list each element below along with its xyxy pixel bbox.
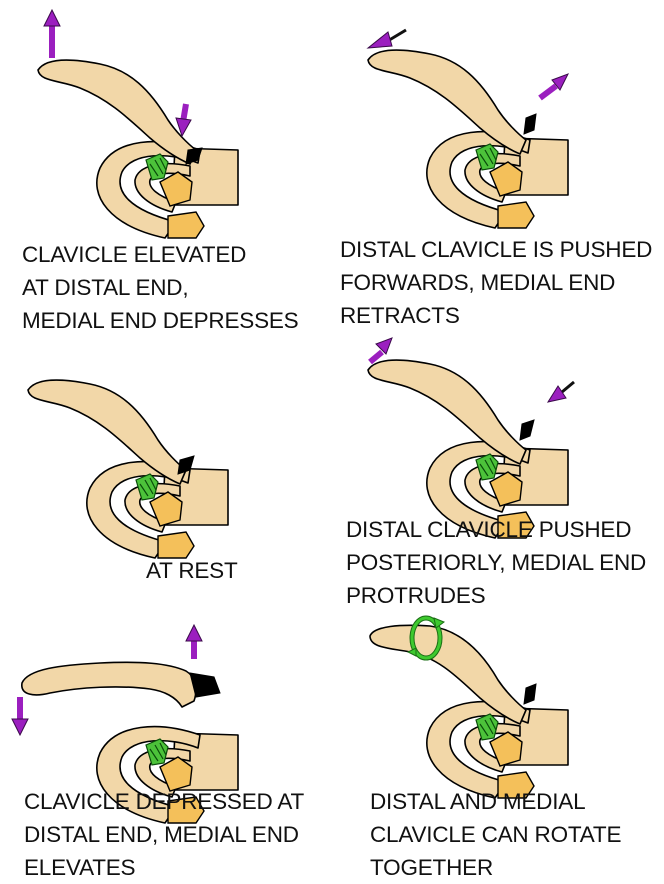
caption-line: DISTAL END, MEDIAL END: [24, 818, 304, 851]
caption-line: CLAVICLE CAN ROTATE: [370, 818, 621, 851]
caption-forwards: DISTAL CLAVICLE IS PUSHED FORWARDS, MEDI…: [340, 233, 652, 332]
caption-line: ELEVATES: [24, 851, 304, 884]
caption-line: FORWARDS, MEDIAL END: [340, 266, 652, 299]
panel-rotate: [370, 618, 568, 798]
panel-forwards: [368, 30, 568, 228]
caption-line: TOGETHER: [370, 851, 621, 884]
caption-line: AT DISTAL END,: [22, 271, 299, 304]
up-arrow-icon: [44, 10, 60, 58]
protrude-arrow-icon: [548, 382, 574, 402]
up-arrow-icon: [186, 625, 202, 659]
caption-rest: AT REST: [146, 554, 238, 587]
caption-line: DISTAL CLAVICLE IS PUSHED: [340, 233, 652, 266]
caption-line: MEDIAL END DEPRESSES: [22, 304, 299, 337]
down-arrow-icon: [176, 104, 191, 136]
caption-rotate: DISTAL AND MEDIAL CLAVICLE CAN ROTATE TO…: [370, 785, 621, 884]
caption-line: CLAVICLE DEPRESSED AT: [24, 785, 304, 818]
caption-line: POSTERIORLY, MEDIAL END: [346, 546, 646, 579]
caption-line: CLAVICLE ELEVATED: [22, 238, 299, 271]
caption-elevated: CLAVICLE ELEVATED AT DISTAL END, MEDIAL …: [22, 238, 299, 337]
caption-line: PROTRUDES: [346, 579, 646, 612]
retract-arrow-icon: [540, 74, 568, 98]
caption-line: DISTAL CLAVICLE PUSHED: [346, 513, 646, 546]
caption-line: RETRACTS: [340, 299, 652, 332]
caption-line: DISTAL AND MEDIAL: [370, 785, 621, 818]
caption-line: AT REST: [146, 554, 238, 587]
panel-posterior: [368, 338, 574, 538]
posterior-arrow-icon: [370, 338, 392, 362]
forward-arrow-icon: [368, 30, 406, 48]
panel-elevated: [38, 10, 238, 238]
down-arrow-icon: [12, 697, 28, 735]
panel-rest: [28, 380, 228, 558]
caption-depressed: CLAVICLE DEPRESSED AT DISTAL END, MEDIAL…: [24, 785, 304, 884]
caption-posterior: DISTAL CLAVICLE PUSHED POSTERIORLY, MEDI…: [346, 513, 646, 612]
